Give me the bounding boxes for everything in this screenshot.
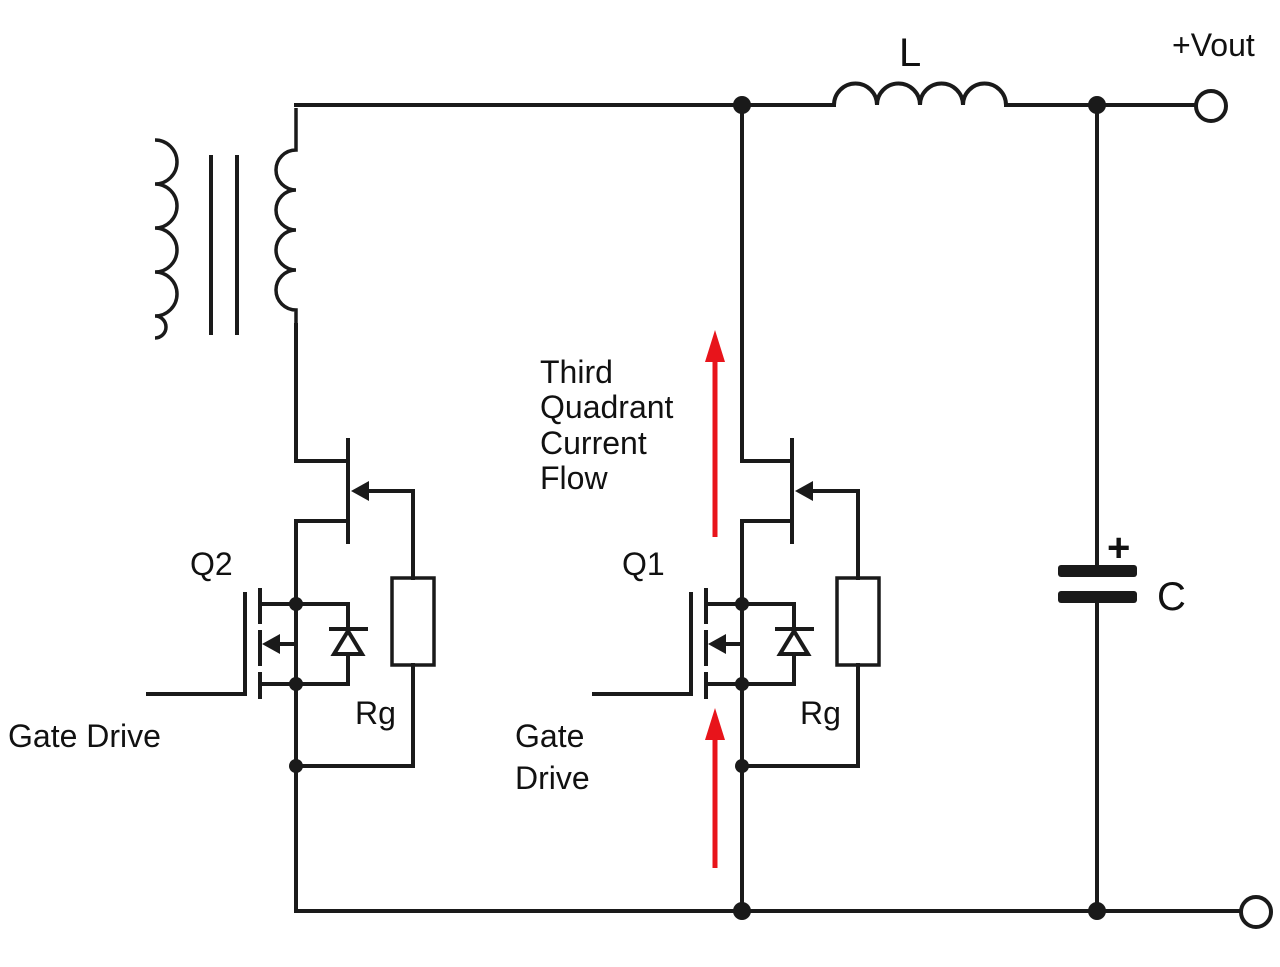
q1-label: Q1 bbox=[622, 546, 665, 582]
junction-top-c bbox=[1088, 96, 1106, 114]
gate-drive-left-label: Gate Drive bbox=[8, 718, 161, 754]
junction-top-q1 bbox=[733, 96, 751, 114]
transformer-secondary-winding bbox=[274, 108, 298, 325]
junction-bottom-c bbox=[1088, 902, 1106, 920]
gate-drive-right-label-line1: Gate bbox=[515, 718, 584, 754]
vout-terminal bbox=[1194, 89, 1228, 123]
q2-cascode bbox=[146, 323, 436, 912]
q2-body-diode bbox=[294, 602, 368, 686]
gate-drive-right-label-line2: Drive bbox=[515, 760, 590, 796]
current-flow-arrow-upper bbox=[705, 330, 725, 537]
inductor-l bbox=[831, 81, 1009, 108]
q2-mosfet bbox=[146, 588, 298, 699]
output-capacitor bbox=[1058, 103, 1137, 912]
q1-cascode bbox=[592, 103, 881, 912]
current-flow-label-line4: Flow bbox=[540, 460, 608, 496]
rg-left-label: Rg bbox=[355, 695, 396, 731]
q1-body-diode bbox=[740, 602, 814, 686]
current-flow-label-line3: Current bbox=[540, 425, 647, 461]
current-flow-label-line2: Quadrant bbox=[540, 389, 674, 425]
q1-mosfet bbox=[592, 588, 744, 699]
junction-bottom-q1 bbox=[733, 902, 751, 920]
q2-jfet-gate-arrow bbox=[351, 481, 369, 501]
q1-jfet-gate-arrow bbox=[795, 481, 813, 501]
capacitor-label: C bbox=[1157, 575, 1186, 619]
rg-right-label: Rg bbox=[800, 695, 841, 731]
q1-gate-resistor bbox=[835, 576, 881, 667]
capacitor-polarity: + bbox=[1107, 526, 1130, 570]
q2-gate-resistor bbox=[390, 576, 436, 667]
inductor-label: L bbox=[899, 31, 921, 75]
vout-label: +Vout bbox=[1172, 27, 1255, 63]
current-flow-arrow-lower bbox=[705, 708, 725, 868]
current-flow-label-line1: Third bbox=[540, 354, 613, 390]
q2-label: Q2 bbox=[190, 546, 233, 582]
transformer-primary-winding bbox=[154, 138, 179, 340]
ground-terminal bbox=[1239, 895, 1273, 929]
transformer bbox=[154, 108, 298, 340]
